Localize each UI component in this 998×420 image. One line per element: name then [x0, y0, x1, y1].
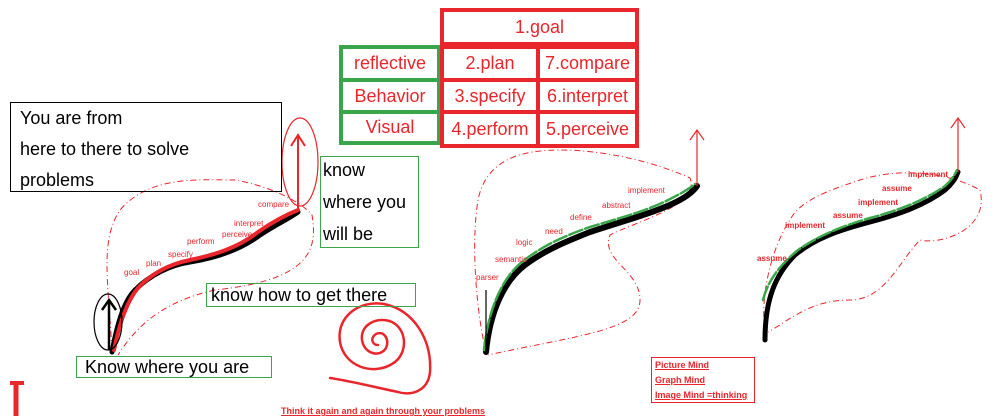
- left-row-2-divider: [339, 110, 441, 114]
- left-column: [339, 45, 441, 145]
- cell-perceive: 5.perceive: [545, 118, 630, 139]
- curve3-label-implement-3: implement: [908, 170, 948, 179]
- red-curve-1: [112, 208, 300, 352]
- cloud-outline-2: [474, 149, 692, 356]
- curve3-label-implement-2: implement: [858, 198, 898, 207]
- know-where-line-2: where you: [323, 192, 407, 212]
- intro-line-3: problems: [20, 170, 95, 190]
- legend-image-mind: Image Mind =thinking: [655, 390, 748, 400]
- curve1-label-plan: plan: [146, 259, 161, 268]
- cell-compare: 7.compare: [544, 53, 631, 73]
- curve1-label-compare: compare: [258, 200, 290, 209]
- curve2-label-parser: parser: [476, 273, 499, 282]
- cloud-outline-3: [763, 172, 982, 333]
- cell-specify: 3.specify: [454, 85, 526, 106]
- curve1-label-perform: perform: [187, 237, 215, 246]
- cell-reflective: reflective: [353, 53, 427, 73]
- legend-picture-mind: Picture Mind: [655, 360, 710, 370]
- cell-perform: 4.perform: [451, 118, 529, 139]
- curve2-label-need: need: [545, 227, 563, 236]
- curve2-labels: parser semantic logic need define abstra…: [476, 186, 666, 282]
- goal-label: 1.goal: [514, 16, 565, 37]
- goal-arrow-head: [290, 133, 306, 147]
- know-where-you-will-be-box: [320, 156, 419, 248]
- legend-graph-mind: Graph Mind: [655, 375, 705, 385]
- stage3-up-arrow-head: [950, 116, 966, 129]
- know-where-line-3: will be: [323, 224, 374, 244]
- cell-interpret: 6.interpret: [546, 85, 629, 106]
- green-curve-2: [482, 182, 697, 352]
- curve2-label-implement: implement: [628, 186, 666, 195]
- curve2-label-abstract: abstract: [602, 201, 631, 210]
- curve3-label-assume-3: assume: [882, 184, 912, 193]
- know-where-you-are-label: Know where you are: [85, 357, 250, 377]
- black-curve-3: [762, 169, 961, 343]
- intro-line-1: You are from: [20, 108, 123, 128]
- curve3-label-assume-2: assume: [833, 211, 863, 220]
- stage2-up-arrow-head: [689, 128, 705, 141]
- curve1-label-goal: goal: [124, 268, 139, 277]
- cell-visual: Visual: [365, 117, 415, 137]
- start-arrow-head: [100, 297, 118, 311]
- goal-ellipse: [281, 117, 319, 207]
- black-curve-2: [483, 183, 700, 355]
- bottom-caption: Think it again and again through your pr…: [281, 406, 486, 416]
- curve1-label-interpret: interpret: [234, 219, 264, 228]
- cloud-outline-1: [106, 179, 315, 356]
- cell-plan: 2.plan: [465, 53, 515, 73]
- green-curve-3: [761, 168, 959, 302]
- know-how-label: know how to get there: [211, 285, 388, 305]
- curve2-label-define: define: [570, 213, 592, 222]
- intro-line-2: here to there to solve: [20, 139, 190, 159]
- left-row-1-divider: [339, 78, 441, 82]
- know-how-box: [206, 283, 416, 307]
- curve2-label-semantic: semantic: [495, 255, 527, 264]
- goal-cell: 1.goal: [440, 8, 639, 46]
- curve3-labels: assume implement assume implement assume…: [757, 170, 948, 263]
- right-col-divider: [536, 45, 540, 148]
- curve3-label-assume-1: assume: [757, 254, 787, 263]
- curve1-labels: goal plan perform specify perceive inter…: [124, 200, 290, 277]
- know-where-you-are-box: [76, 356, 272, 378]
- black-curve-1: [109, 209, 301, 355]
- curve2-label-logic: logic: [516, 238, 532, 247]
- curve1-label-specify: specify: [168, 250, 193, 259]
- red-spiral: [328, 302, 432, 395]
- mind-legend-box: [651, 357, 755, 403]
- intro-box: [10, 102, 282, 192]
- curve1-label-perceive: perceive: [222, 230, 253, 239]
- cell-behavior: Behavior: [354, 85, 426, 106]
- curve3-label-implement-1: implement: [785, 221, 825, 230]
- know-where-line-1: know: [323, 160, 366, 180]
